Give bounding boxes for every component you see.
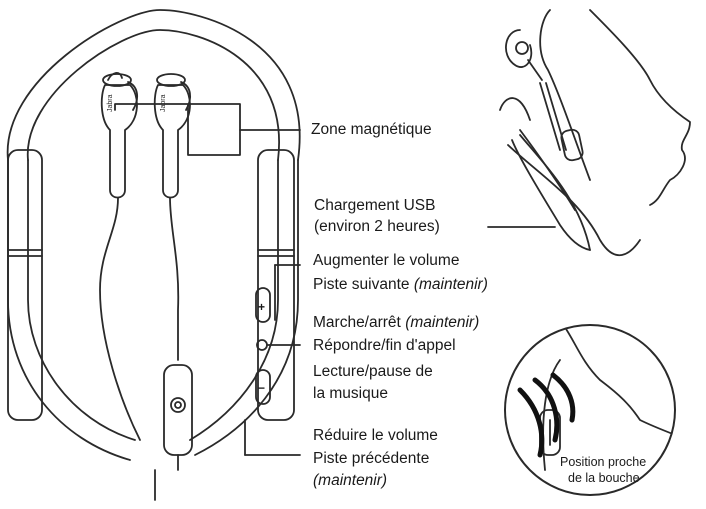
label-prev-track-hold-text: (maintenir) (313, 472, 387, 489)
label-magnetic-zone: Zone magnétique (311, 120, 432, 139)
label-prev-track: Piste précédente (313, 449, 429, 468)
label-play-pause-1: Lecture/pause de (313, 362, 433, 381)
sound-wave-1 (520, 390, 542, 455)
label-power: Marche/arrêt (maintenir) (313, 313, 479, 332)
label-mouth-position-1: Position proche (560, 455, 646, 470)
plus-symbol: + (258, 300, 265, 314)
label-play-pause-2: la musique (313, 384, 388, 403)
label-volume-up: Augmenter le volume (313, 251, 459, 270)
right-pod (258, 150, 294, 420)
label-power-text: Marche/arrêt (313, 314, 401, 331)
label-power-hold: (maintenir) (405, 314, 479, 331)
label-mouth-position-2: de la bouche (568, 471, 640, 486)
label-usb-charging-2: (environ 2 heures) (314, 217, 440, 236)
label-next-track-hold: (maintenir) (414, 276, 488, 293)
label-prev-track-hold: (maintenir) (313, 471, 387, 490)
label-next-track-text: Piste suivante (313, 276, 410, 293)
label-next-track: Piste suivante (maintenir) (313, 275, 488, 294)
neckband-outline-outer (8, 10, 300, 160)
neckband-outline-inner (28, 30, 279, 160)
label-answer-end-call: Répondre/fin d'appel (313, 336, 456, 355)
head-profile (590, 10, 690, 205)
left-pod (8, 150, 42, 420)
brand-mark-right: Jabra (160, 94, 167, 112)
mute-button (171, 398, 185, 412)
minus-symbol: − (258, 381, 265, 395)
label-volume-down: Réduire le volume (313, 426, 438, 445)
brand-mark-left: Jabra (107, 94, 114, 112)
label-usb-charging-1: Chargement USB (314, 196, 435, 215)
inline-remote (164, 365, 192, 455)
